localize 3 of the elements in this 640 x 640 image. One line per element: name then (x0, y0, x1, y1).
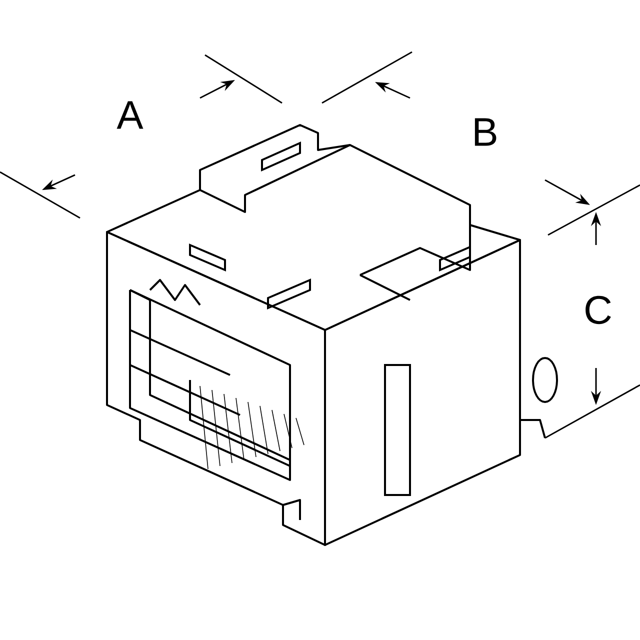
dimension-label: C (586, 296, 611, 324)
dimension-label: B (474, 118, 496, 146)
dimension-label: A (116, 101, 144, 129)
